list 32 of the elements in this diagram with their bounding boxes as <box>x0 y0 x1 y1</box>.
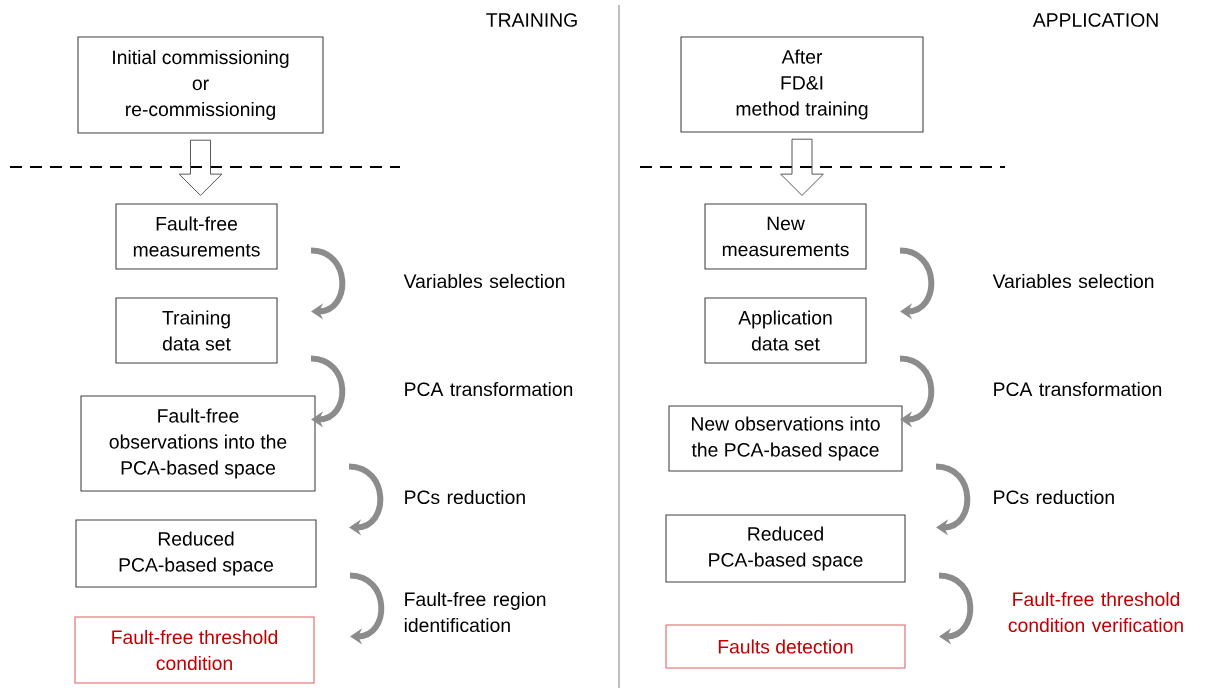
column-heading: TRAINING <box>486 13 577 27</box>
block-arrow <box>780 138 824 196</box>
edge-label: Fault-free region identification <box>404 591 546 633</box>
curved-arrow <box>348 463 384 536</box>
process-box: Application data set <box>704 297 867 364</box>
edge-label: PCA transformation <box>405 381 573 397</box>
curved-arrow <box>938 572 974 645</box>
result-box: Faults detection <box>665 624 906 669</box>
block-arrow <box>178 139 223 196</box>
edge-label: PCs reduction <box>994 489 1114 505</box>
process-box: Training data set <box>115 297 278 364</box>
process-box: Reduced PCA-based space <box>665 514 906 583</box>
edge-label: PCA transformation <box>994 381 1162 397</box>
edge-label: Variables selection <box>992 273 1154 289</box>
column-heading: APPLICATION <box>1032 13 1158 27</box>
process-box: New observations into the PCA-based space <box>668 405 903 472</box>
curved-arrow <box>935 463 971 536</box>
process-box: Fault-free observations into the PCA-based space <box>80 395 316 492</box>
curved-arrow <box>899 247 935 320</box>
edge-label: Fault-free threshold condition verification <box>1008 591 1183 633</box>
process-box: Initial commissioning or re-commissioning <box>77 36 324 134</box>
edge-label: PCs reduction <box>405 489 525 505</box>
process-box: Reduced PCA-based space <box>75 519 317 588</box>
result-box: Fault-free threshold condition <box>74 616 315 684</box>
curved-arrow <box>310 355 346 428</box>
curved-arrow <box>899 355 935 428</box>
process-box: After FD&I method training <box>680 36 924 133</box>
edge-label: Variables selection <box>403 273 565 289</box>
process-box: Fault-free measurements <box>115 203 278 270</box>
curved-arrow <box>310 247 346 320</box>
process-box: New measurements <box>704 203 867 270</box>
curved-arrow <box>349 572 385 645</box>
